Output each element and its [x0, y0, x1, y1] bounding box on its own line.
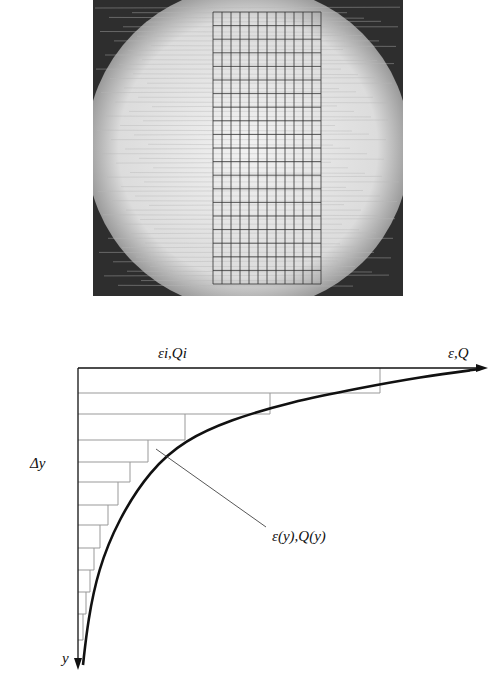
axis-label: ε,Q [448, 345, 469, 362]
axis-label: ε(y),Q(y) [272, 528, 326, 545]
axis-label: εi,Qi [158, 345, 187, 362]
micrograph [93, 0, 403, 296]
axis-label: y [62, 650, 69, 667]
axis-label: Δy [30, 455, 45, 472]
graph [74, 364, 488, 670]
